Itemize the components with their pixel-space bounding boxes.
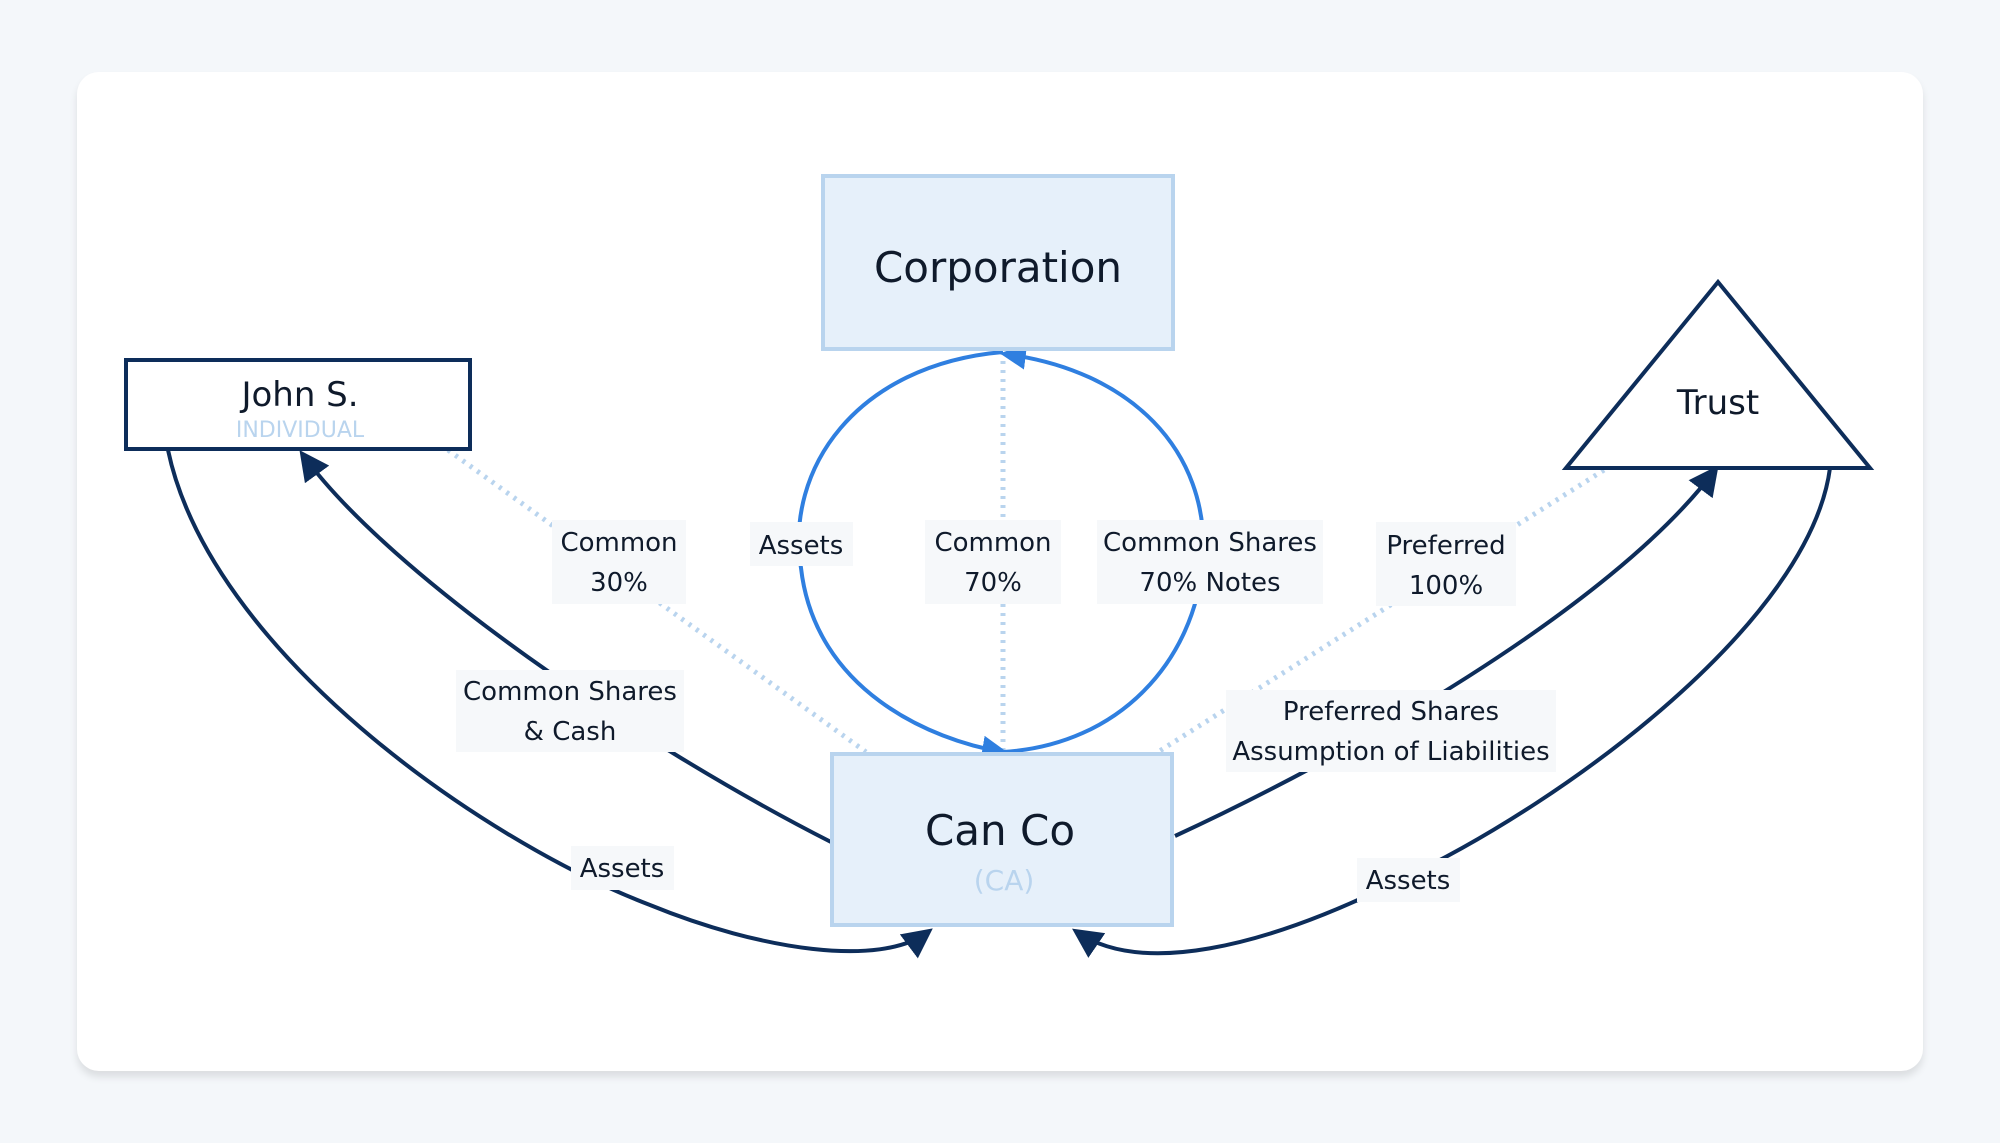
trust-node[interactable]: Trust [1561,278,1875,470]
canco-node[interactable]: Can Co (CA) [830,752,1174,927]
label-preferred-100: Preferred 100% [1376,522,1516,606]
label-shares-notes: Common Shares 70% Notes [1097,520,1323,604]
assets-loop-arrow [796,350,1009,762]
shares-cash-arrow [299,450,832,844]
trust-title: Trust [1676,383,1759,423]
label-pref-liab: Preferred Shares Assumption of Liabiliti… [1226,690,1556,772]
label-common-70-line1: Common [934,528,1051,558]
label-assets-loop-text: Assets [759,531,844,561]
label-shares-notes-line1: Common Shares [1103,528,1317,558]
label-common-30: Common 30% [552,520,686,604]
label-assets-trust-text: Assets [1366,866,1451,896]
label-shares-notes-line2: 70% Notes [1139,568,1280,598]
label-pref-liab-line2: Assumption of Liabilities [1232,737,1549,767]
john-node[interactable]: John S. INDIVIDUAL [124,358,472,451]
corporation-node[interactable]: Corporation [821,174,1175,351]
label-assets-trust: Assets [1357,858,1460,902]
canco-title: Can Co [925,806,1075,855]
corporation-title: Corporation [874,243,1122,292]
label-assets-john-text: Assets [580,854,665,884]
canco-subtitle: (CA) [974,864,1035,897]
label-common-70-line2: 70% [964,568,1022,598]
label-pref-liab-line1: Preferred Shares [1283,697,1499,727]
label-assets-john: Assets [571,846,674,890]
label-common-30-line1: Common [560,528,677,558]
pref-liab-arrow [1174,465,1719,838]
ownership-line-trust-canco [1156,467,1606,755]
label-preferred-100-line2: 100% [1409,571,1483,601]
label-common-70: Common 70% [925,520,1061,604]
label-shares-cash-line1: Common Shares [463,677,677,707]
label-common-30-line2: 30% [590,568,648,598]
label-shares-cash: Common Shares & Cash [456,670,684,752]
label-preferred-100-line1: Preferred [1386,531,1505,561]
label-assets-loop: Assets [750,522,853,566]
assets-trust-arrow [1072,467,1832,958]
john-subtitle: INDIVIDUAL [236,418,365,443]
john-title: John S. [239,375,358,415]
label-shares-cash-line2: & Cash [524,717,617,747]
